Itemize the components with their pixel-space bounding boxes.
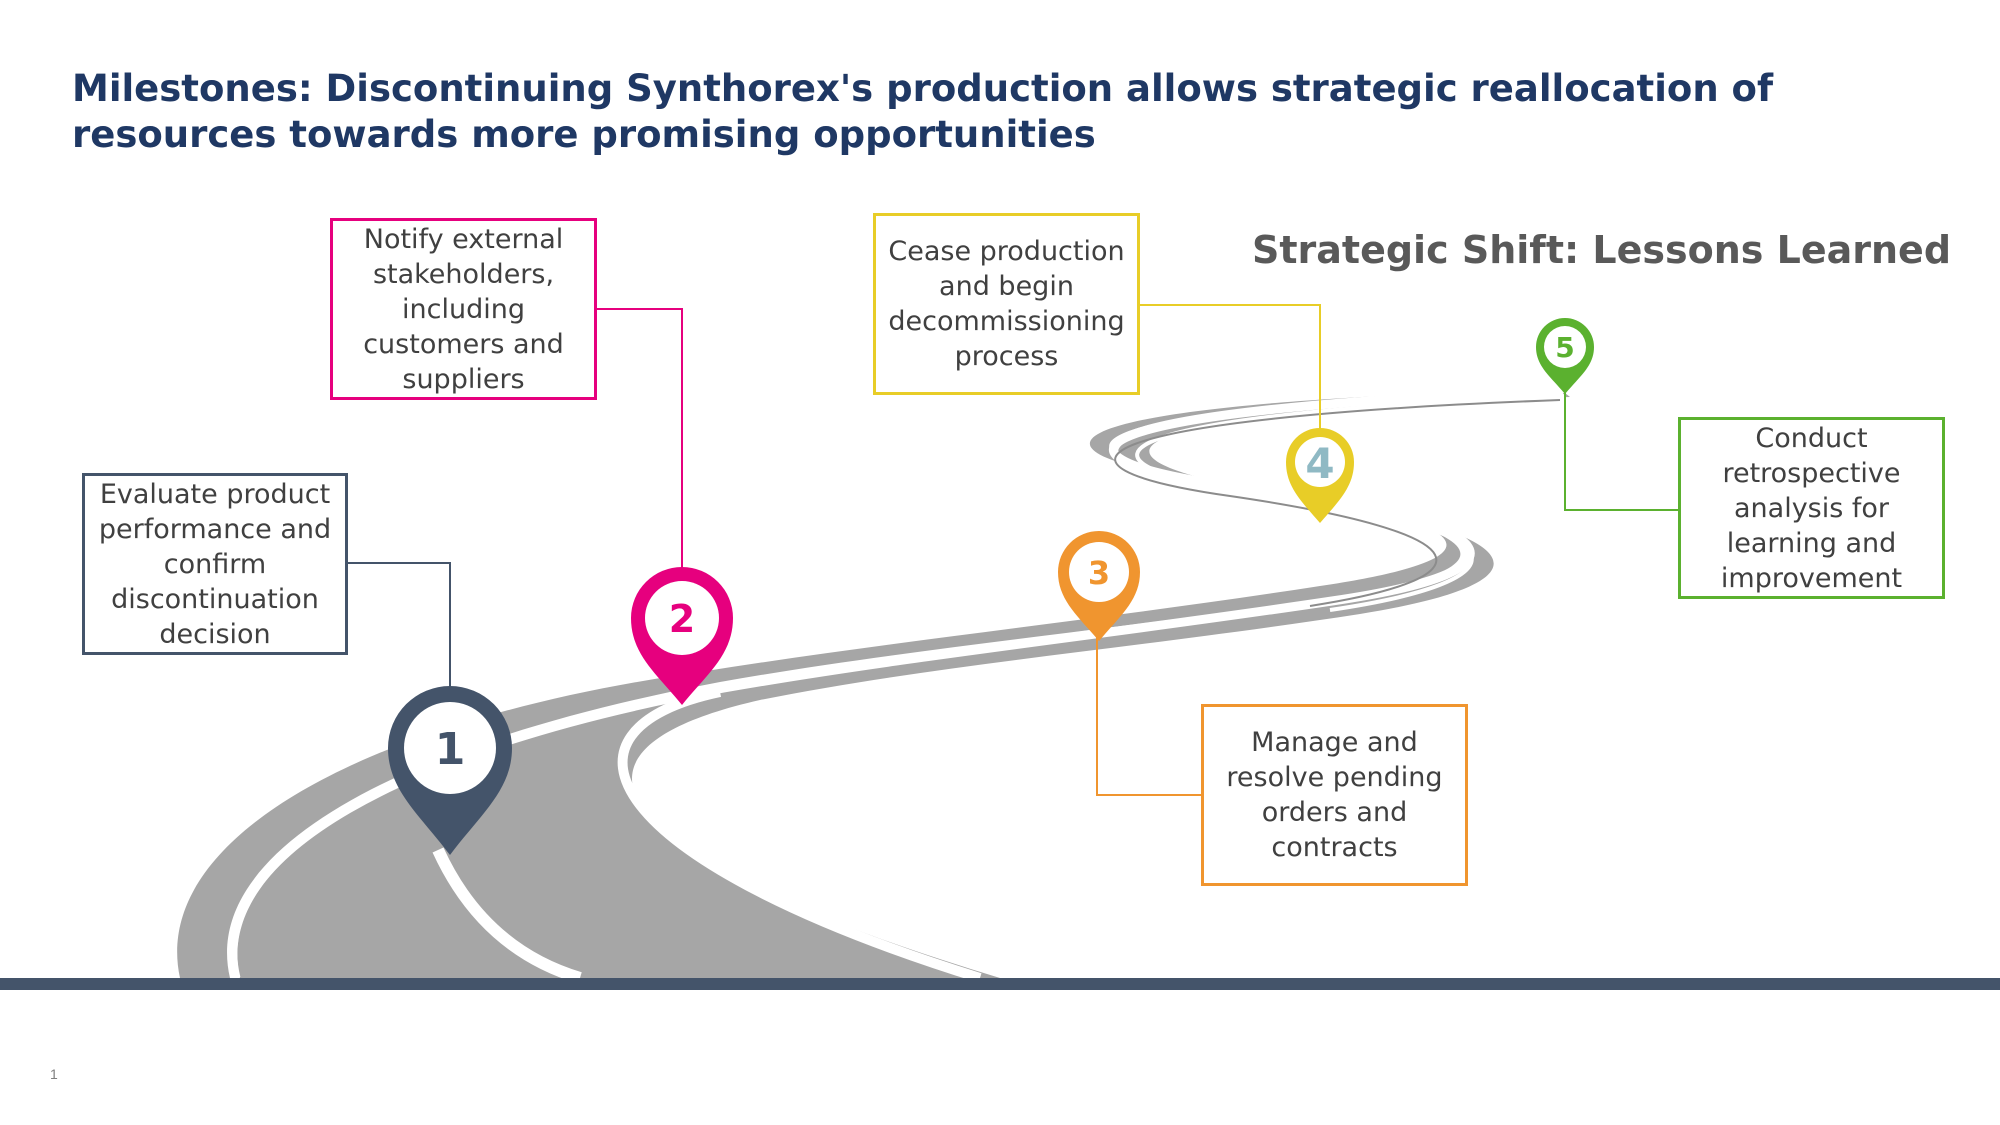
connector-1 <box>348 562 451 700</box>
milestone-box-4: Cease production and begin decommissioni… <box>873 213 1140 395</box>
road-lane-right <box>237 393 1571 978</box>
milestone-text-4: Cease production and begin decommissioni… <box>888 236 1125 372</box>
connector-5 <box>1564 388 1678 511</box>
milestone-pin-5: 5 <box>1536 318 1594 394</box>
road-far-edge <box>1135 394 1567 612</box>
milestone-number-2: 2 <box>669 597 695 641</box>
milestone-box-3: Manage and resolve pending orders and co… <box>1201 704 1468 886</box>
milestone-number-1: 1 <box>435 724 466 775</box>
connector-3 <box>1096 636 1201 796</box>
road-far-edge-2 <box>1114 399 1561 607</box>
milestone-box-2: Notify external stakeholders, including … <box>330 218 597 400</box>
milestone-pin-3: 3 <box>1058 531 1140 641</box>
milestone-number-4: 4 <box>1305 439 1334 488</box>
milestone-text-5: Conduct retrospective analysis for learn… <box>1720 422 1903 594</box>
road-subtitle: Strategic Shift: Lessons Learned <box>1252 228 1952 272</box>
milestone-pin-4: 4 <box>1286 428 1354 523</box>
road-center-line <box>432 847 582 984</box>
milestone-text-2: Notify external stakeholders, including … <box>363 223 564 395</box>
slide-title: Milestones: Discontinuing Synthorex's pr… <box>72 67 1774 156</box>
milestone-text-3: Manage and resolve pending orders and co… <box>1226 727 1443 863</box>
milestone-box-1: Evaluate product performance and confirm… <box>82 473 348 655</box>
baseline-bar <box>0 978 2000 990</box>
milestone-pin-1: 1 <box>388 686 512 855</box>
page-number: 1 <box>50 1066 58 1082</box>
milestone-text-1: Evaluate product performance and confirm… <box>98 478 332 650</box>
connector-4 <box>1140 304 1321 440</box>
milestone-number-5: 5 <box>1555 331 1574 364</box>
milestone-number-3: 3 <box>1088 554 1110 592</box>
milestone-box-5: Conduct retrospective analysis for learn… <box>1678 417 1945 599</box>
milestone-pin-2: 2 <box>631 567 733 705</box>
road-inner-line <box>617 687 982 983</box>
connector-2 <box>597 308 683 580</box>
